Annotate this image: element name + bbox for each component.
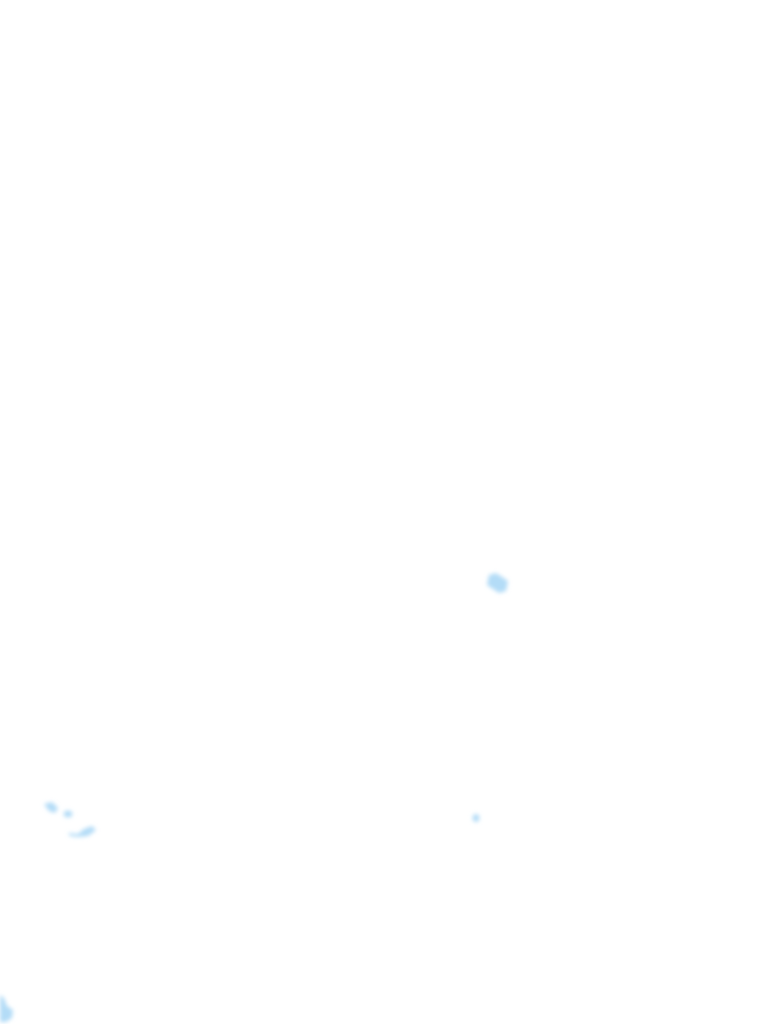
water-body-lake xyxy=(487,573,508,593)
water-body-corner xyxy=(0,995,13,1022)
water-body-pond xyxy=(472,814,480,822)
water-body-river-west xyxy=(68,826,96,837)
water-body-lake-west xyxy=(44,802,58,813)
water-body-pond-west xyxy=(63,810,73,818)
